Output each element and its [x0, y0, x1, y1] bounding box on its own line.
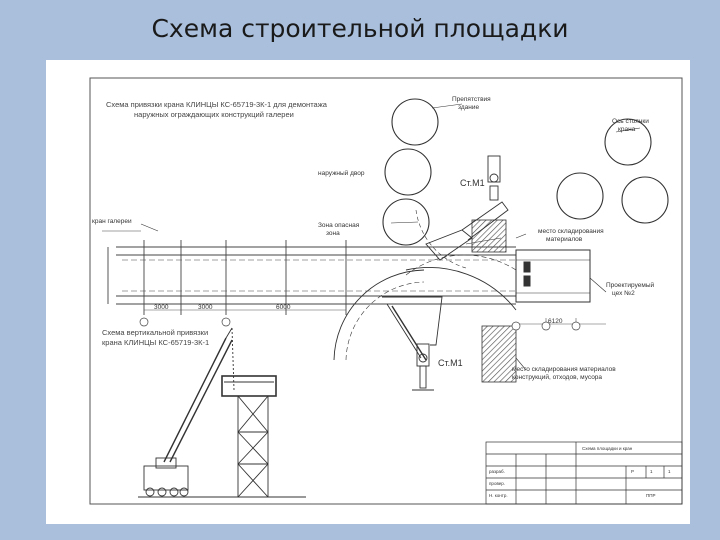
horizontal-scheme-title-line1: Схема привязки крана КЛИНЦЫ КС-65719-3К-…: [106, 100, 327, 109]
storage-bottom-label-2: конструкций, отходов, мусора: [512, 374, 603, 381]
title-block-sheets: 1: [668, 469, 671, 474]
danger-zone-label-2: зона: [326, 230, 340, 237]
tree-circle: [556, 172, 604, 220]
crane-swing-arcs: [333, 209, 517, 361]
slide-title: Схема строительной площадки: [151, 14, 569, 43]
title-block-main-title: Схема площадки и кран: [582, 446, 633, 451]
dimension-4: 6120: [548, 318, 563, 325]
title-block-row-1: разраб.: [489, 469, 505, 474]
obstacle-label-2: здание: [458, 104, 480, 111]
tree-circle: [382, 198, 430, 246]
storage-block-bottom: [481, 325, 517, 383]
dimension-lines: [144, 306, 606, 328]
title-block-row-2: провер.: [489, 481, 506, 486]
stand-label-top: Ст.М1: [460, 178, 485, 188]
tree-circle: [384, 148, 432, 196]
storage-bottom-label-1: место складирования материалов: [512, 366, 616, 373]
trees-group: [382, 98, 669, 246]
storage-block-top: [471, 219, 507, 253]
tree-circle: [391, 98, 439, 146]
drawing-frame: [89, 77, 683, 505]
tree-circle: [604, 118, 652, 166]
workshop-label-1: Проектируемый: [606, 282, 655, 289]
building-end: [515, 249, 591, 303]
obstacle-label-1: Препятствия: [452, 96, 491, 103]
site-plan-drawing: [89, 77, 683, 505]
title-block-sheet: 1: [650, 469, 653, 474]
crane-bottom: [382, 296, 443, 391]
dimension-2: 3000: [198, 304, 213, 311]
crane-axis-label-2: крана: [618, 126, 636, 133]
tree-circle: [621, 176, 669, 224]
dimension-3: 6000: [276, 304, 291, 311]
tree-label: наружный двор: [318, 170, 365, 177]
stand-label-bottom: Ст.М1: [438, 358, 463, 368]
vertical-scheme-title-line1: Схема вертикальной привязки: [102, 328, 209, 337]
axis-markers: [139, 317, 581, 331]
crane-axis-label-1: Ось стоянки: [612, 118, 649, 125]
title-block-row-3: Н. контр.: [489, 493, 508, 498]
dimension-1: 3000: [154, 304, 169, 311]
workshop-label-2: цех №2: [612, 290, 635, 297]
storage-top-label-2: материалов: [546, 236, 583, 243]
danger-zone-label-1: Зона опасная: [318, 222, 360, 229]
leader-lines: [140, 103, 641, 371]
title-block-lines: [485, 441, 683, 505]
horizontal-scheme-title-line2: наружных ограждающих конструкций галереи: [134, 110, 294, 119]
storage-top-label-1: место складирования: [538, 228, 604, 235]
gallery-end-label: кран галереи: [92, 218, 132, 225]
crane-top: [425, 155, 509, 261]
gallery-band: [102, 230, 516, 315]
vertical-scheme-title-line2: крана КЛИНЦЫ КС-65719-3К-1: [102, 338, 210, 347]
title-block-stage: Р: [631, 469, 635, 474]
crane-elevation: [138, 327, 306, 498]
drawing-sheet: Схема привязки крана КЛИНЦЫ КС-65719-3К-…: [46, 60, 690, 524]
title-block-org: ППР: [646, 493, 656, 498]
